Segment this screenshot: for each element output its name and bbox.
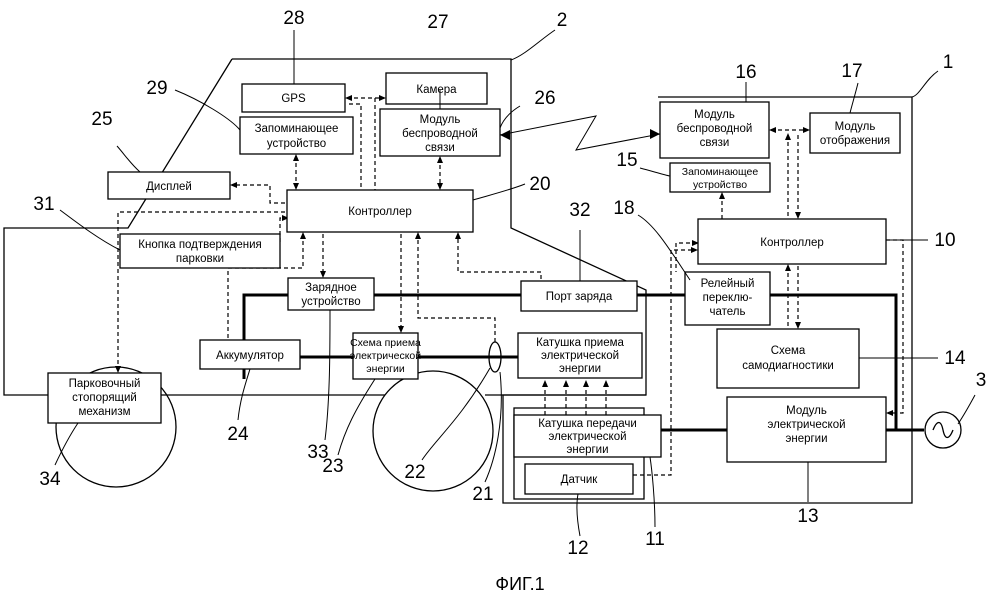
block-label-line: Модуль [420, 114, 461, 126]
block-parking-lock: Парковочный стопорящий механизм [48, 373, 161, 423]
block-memory-vehicle: Запоминающее устройство [240, 117, 353, 154]
block-label-line: Модуль [786, 405, 827, 417]
block-relay: Релейный переклю- чатель [685, 272, 770, 325]
ref-32: 32 [569, 200, 590, 221]
block-label-line: электрической [767, 419, 845, 431]
block-controller-vehicle: Контроллер [287, 190, 473, 232]
block-label-line: электрической [350, 350, 421, 362]
ref-10: 10 [934, 230, 955, 251]
block-label-line: стопорящий [72, 392, 137, 404]
block-label-line: связи [700, 137, 730, 149]
ref-28: 28 [283, 8, 304, 29]
block-receiving-circuit: Схема приема электрической энергии [350, 333, 421, 379]
block-label-line: Катушка передачи [538, 418, 637, 430]
block-sensor: Датчик [525, 464, 633, 494]
block-gps: GPS [242, 84, 345, 112]
ac-source-icon [925, 412, 961, 448]
ref-14: 14 [944, 348, 966, 369]
ref-13: 13 [797, 506, 818, 527]
block-camera: Камера [386, 73, 487, 104]
ref-27: 27 [427, 12, 448, 33]
ref-18: 18 [613, 198, 634, 219]
block-label-line: энергии [366, 363, 405, 375]
block-display-module: Модуль отображения [810, 113, 900, 153]
ref-29: 29 [146, 78, 167, 99]
block-label-line: Кнопка подтверждения [138, 239, 261, 251]
ref-20: 20 [529, 174, 550, 195]
ref-21: 21 [472, 484, 493, 505]
block-label-line: Дисплей [146, 181, 192, 193]
block-label-line: Запоминающее [255, 123, 339, 135]
ref-26: 26 [534, 88, 555, 109]
block-wireless-ground: Модуль беспроводной связи [660, 102, 769, 158]
block-charge-port: Порт заряда [521, 281, 637, 311]
block-battery: Аккумулятор [200, 340, 300, 369]
block-label-line: энергии [559, 363, 601, 375]
block-label-line: Катушка приема [536, 337, 624, 349]
block-label-line: Схема [771, 345, 806, 357]
block-label-line: Модуль [694, 109, 735, 121]
block-label-line: устройство [693, 179, 747, 191]
block-label-line: отображения [820, 135, 890, 147]
ref-11: 11 [645, 529, 665, 550]
block-label-line: переклю- [703, 292, 753, 304]
block-power-module: Модуль электрической энергии [727, 397, 886, 462]
block-label-line: энергии [566, 444, 608, 456]
ref-24: 24 [227, 424, 249, 445]
block-parking-button: Кнопка подтверждения парковки [120, 234, 280, 268]
block-display: Дисплей [108, 172, 230, 199]
block-label-line: Контроллер [348, 206, 411, 218]
ref-1: 1 [943, 52, 954, 73]
block-label-line: энергии [785, 433, 827, 445]
block-receiving-coil: Катушка приема электрической энергии [518, 333, 642, 378]
block-label-line: связи [425, 142, 455, 154]
block-controller-ground: Контроллер [698, 219, 886, 264]
block-label-line: беспроводной [402, 128, 478, 140]
camera-label: Камера [416, 84, 457, 96]
block-label-line: Порт заряда [546, 291, 613, 303]
ref-33: 33 [307, 442, 328, 463]
block-label-line: электрической [548, 431, 626, 443]
block-label-line: Датчик [561, 474, 599, 486]
ref-2: 2 [557, 10, 568, 31]
block-label-line: механизм [78, 406, 130, 418]
ref-15: 15 [616, 150, 637, 171]
ref-25: 25 [91, 109, 112, 130]
block-transmitting-coil: Катушка передачи электрической энергии [514, 415, 661, 457]
block-label-line: Релейный [701, 278, 755, 290]
rear-wheel [373, 371, 493, 491]
ref-12: 12 [567, 538, 588, 559]
block-charger: Зарядное устройство [288, 278, 374, 310]
ref-34: 34 [39, 469, 61, 490]
block-label-line: самодиагностики [742, 360, 834, 372]
block-label-line: Модуль [835, 121, 876, 133]
block-label-line: Парковочный [69, 378, 141, 390]
ref-31: 31 [33, 194, 54, 215]
block-label-line: Зарядное [305, 282, 357, 294]
block-label-line: Аккумулятор [216, 350, 284, 362]
block-label-line: устройство [267, 138, 326, 150]
figure-caption: ФИГ.1 [495, 574, 544, 594]
block-label-line: Запоминающее [682, 166, 759, 178]
gps-label: GPS [281, 93, 306, 105]
block-label-line: парковки [176, 253, 224, 265]
ref-22: 22 [404, 462, 425, 483]
block-self-diagnosis: Схема самодиагностики [717, 329, 859, 388]
ref-17: 17 [841, 61, 862, 82]
block-label-line: чатель [710, 306, 746, 318]
ref-16: 16 [735, 62, 756, 83]
block-label-line: беспроводной [677, 123, 753, 135]
block-label-line: Схема приема [350, 337, 421, 349]
block-label-line: устройство [301, 296, 360, 308]
block-label-line: электрической [541, 350, 619, 362]
block-wireless-vehicle: Модуль беспроводной связи [380, 109, 500, 156]
block-memory-ground: Запоминающее устройство [670, 163, 770, 192]
ref-3: 3 [976, 370, 987, 391]
wireless-link-zigzag [500, 116, 660, 150]
block-label-line: Контроллер [760, 237, 823, 249]
